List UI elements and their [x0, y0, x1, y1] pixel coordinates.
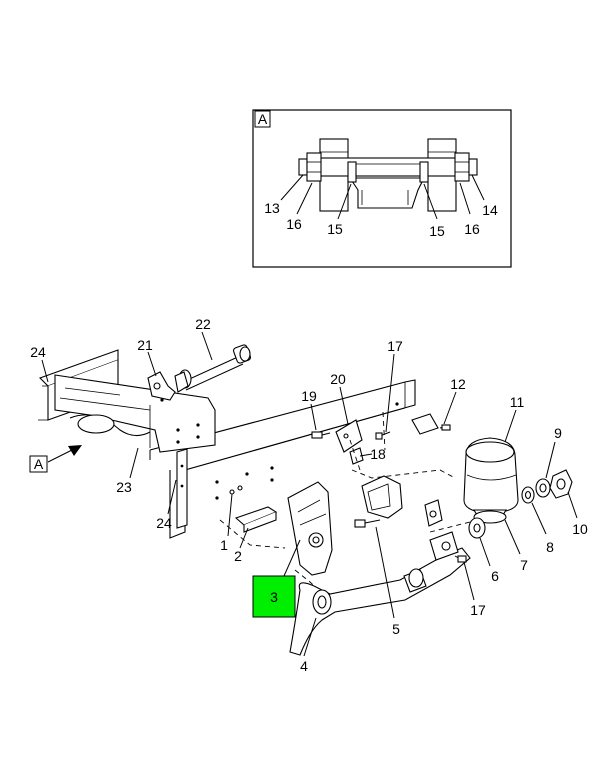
callout-15-right: 15	[429, 223, 445, 239]
callout-16-right: 16	[464, 221, 480, 237]
callout-17-top: 17	[387, 338, 403, 354]
washers-nut	[468, 469, 573, 539]
callout-12: 12	[450, 376, 466, 392]
callout-9: 9	[554, 425, 562, 441]
callout-10: 10	[572, 521, 588, 537]
spacer-assembly	[298, 138, 478, 212]
callout-14: 14	[482, 202, 498, 218]
callout-18: 18	[370, 446, 386, 462]
callout-5: 5	[392, 621, 400, 637]
view-a-reference: A	[29, 445, 82, 473]
callout-13: 13	[264, 200, 280, 216]
callout-17-bottom: 17	[470, 602, 486, 618]
callout-20: 20	[330, 371, 346, 387]
callout-22: 22	[195, 316, 211, 332]
callout-24-bottom: 24	[156, 515, 172, 531]
trailing-arm	[289, 531, 471, 656]
main-assembly: A 3 24 21 22 17 20 19 12 11 9 18 23 24 1…	[29, 316, 588, 674]
callout-16-left: 16	[286, 216, 302, 232]
air-spring	[463, 437, 519, 524]
detail-leader-lines	[280, 174, 485, 220]
callout-4: 4	[300, 658, 308, 674]
callout-3: 3	[270, 589, 278, 605]
alignment-lines	[219, 411, 471, 597]
hanger-brackets	[361, 475, 443, 527]
upper-hardware	[311, 413, 451, 465]
highlight-part-3: 3	[252, 575, 296, 618]
view-a-arrow-icon	[68, 445, 82, 456]
cross-member	[38, 349, 216, 529]
frame-rail	[149, 379, 416, 539]
view-a-ref-label: A	[34, 456, 44, 472]
callout-11: 11	[510, 394, 525, 410]
callout-1: 1	[220, 537, 228, 553]
bolt-5	[354, 519, 381, 528]
callout-2: 2	[234, 548, 242, 564]
callout-24-top: 24	[30, 344, 46, 360]
detail-view-a: A	[252, 109, 512, 268]
callout-21: 21	[137, 337, 153, 353]
detail-view-label: A	[258, 111, 268, 127]
callout-8: 8	[546, 539, 554, 555]
callout-15-left: 15	[327, 221, 343, 237]
front-hanger	[229, 481, 333, 576]
callout-23: 23	[116, 479, 132, 495]
callout-7: 7	[520, 557, 528, 573]
callout-6: 6	[491, 568, 499, 584]
callout-19: 19	[301, 388, 317, 404]
torque-rod	[147, 344, 252, 401]
main-leader-lines	[41, 331, 578, 657]
